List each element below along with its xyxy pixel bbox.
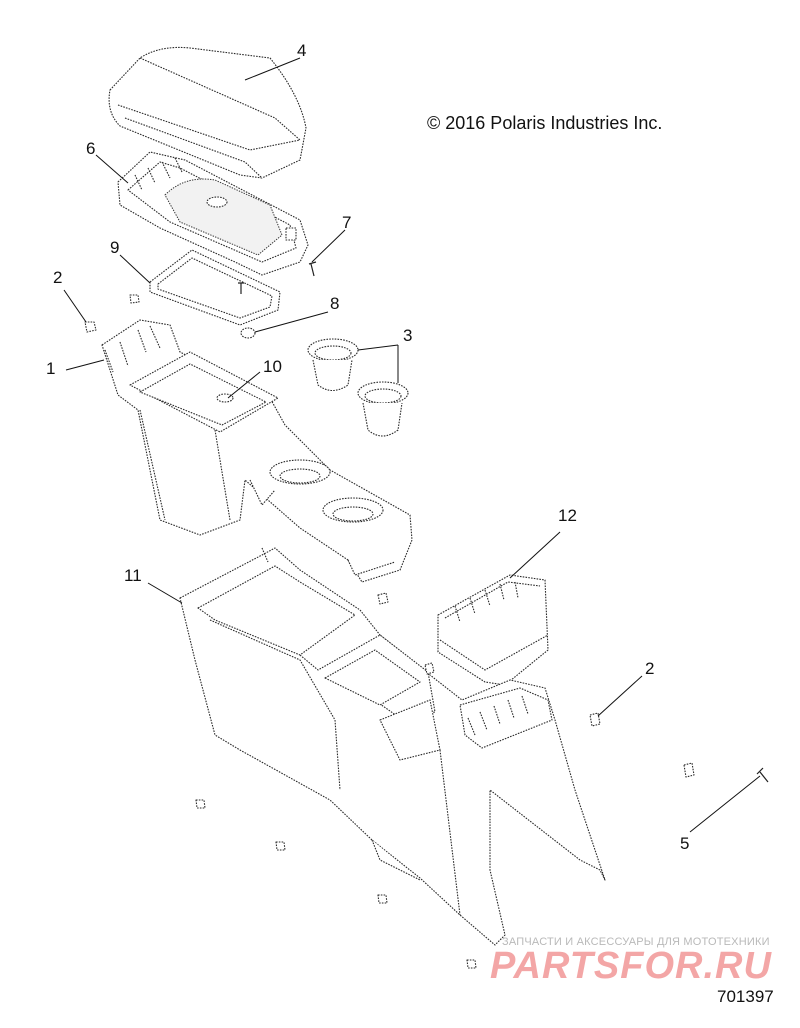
callout-6: 6 [86,139,95,158]
callout-7: 7 [342,213,351,232]
part-screw-5 [756,767,769,783]
part-armrest-lid [108,46,307,179]
leader-lines [63,57,761,833]
part-upper-console [101,319,413,583]
part-cup-holder-a [307,338,359,392]
part-fastener-loose-4 [683,762,695,778]
part-cup-holder-b [357,381,409,437]
drawing-number: 701397 [717,987,774,1006]
callout-2-lower: 2 [645,659,654,678]
part-fastener-loose-3 [589,712,601,727]
part-screw-small [238,282,244,294]
part-fastener-loose-6 [275,841,286,851]
callout-3: 3 [403,326,412,345]
part-storage-box [437,574,549,686]
part-fastener-loose-2 [424,662,435,675]
callout-4: 4 [297,41,306,60]
part-fastener-loose-5 [195,799,206,809]
part-fastener-loose-7 [377,894,388,904]
part-push-rivet-b [129,294,140,304]
watermark-tagline: ЗАПЧАСТИ И АКСЕССУАРЫ ДЛЯ МОТОТЕХНИКИ [502,936,770,948]
part-push-rivet-a [84,321,97,333]
callout-2-upper: 2 [53,268,62,287]
part-plug-8 [240,327,256,339]
callout-1: 1 [46,359,55,378]
callout-9: 9 [110,238,119,257]
callout-12: 12 [558,506,577,525]
callout-10: 10 [263,357,282,376]
callout-11: 11 [124,566,142,585]
watermark-brand: PARTSFOR.RU [490,945,772,987]
callout-8: 8 [330,294,339,313]
part-screw-7 [308,261,317,277]
part-gasket-seal [149,249,281,326]
part-fastener-loose-8 [466,959,477,969]
callout-5: 5 [680,834,689,853]
part-lower-console [179,547,606,946]
part-fastener-loose-1 [377,592,389,605]
part-lid-frame [117,151,309,276]
copyright-text: © 2016 Polaris Industries Inc. [427,113,662,133]
